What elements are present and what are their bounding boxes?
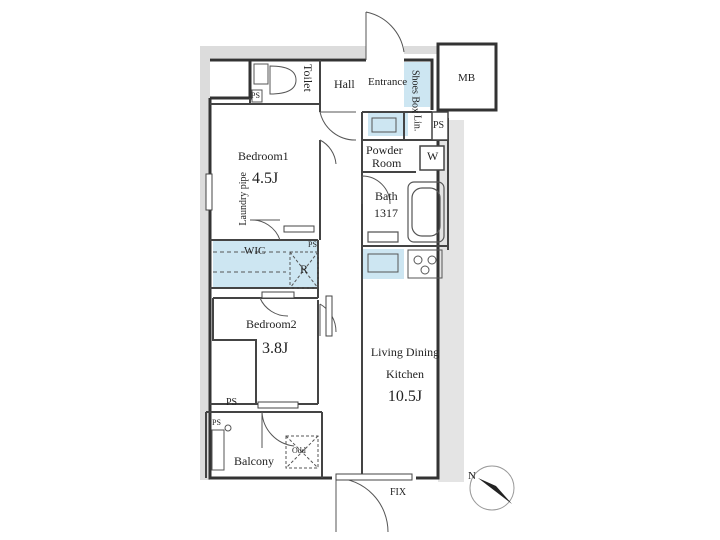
wic-hanger-lines: [213, 251, 286, 273]
balcony-fixtures: [211, 424, 319, 471]
lin-label: Lin.: [411, 115, 423, 132]
compass-north-label: N: [468, 470, 476, 482]
bath-size: 1317: [374, 206, 398, 220]
compass-rose: [469, 465, 515, 511]
top-structure-shade: [200, 46, 366, 58]
r-label: R: [300, 262, 309, 276]
outer-walls: [208, 58, 440, 480]
ps-label-toilet: PS: [251, 91, 260, 100]
bathtub-fixture: [367, 181, 445, 243]
ps-right-box: [431, 111, 449, 141]
fix-label: FIX: [390, 487, 407, 498]
laundry-pipe-label: Laundry pipe: [238, 172, 249, 226]
ps-label-wic: PS: [308, 240, 317, 249]
wic-storage: [213, 240, 318, 288]
balcony-name: Balcony: [234, 454, 274, 468]
refrigerator-box: [289, 251, 319, 289]
powder-room-line1: Powder: [366, 143, 403, 157]
mb-label: MB: [458, 72, 476, 84]
wic-name: WIC: [244, 245, 266, 257]
ldk-name-line2: Kitchen: [386, 367, 424, 381]
ps-label-balcony: PS: [212, 418, 221, 427]
bedroom2-size: 3.8J: [262, 340, 289, 357]
ldk-size: 10.5J: [387, 388, 423, 405]
vanity-sink: [371, 117, 397, 133]
ps-label-lower: PS: [226, 397, 238, 408]
toilet-fixture: [251, 63, 297, 103]
shoes-box-storage: [404, 62, 430, 107]
bedroom2-name: Bedroom2: [246, 317, 297, 331]
left-structure-shade: [200, 46, 210, 480]
kitchen-fixtures: [367, 249, 443, 279]
bath-name: Bath: [375, 189, 398, 203]
inner-walls: [205, 60, 449, 479]
bedroom1-size: 4.5J: [252, 170, 279, 187]
windows: [205, 173, 413, 481]
door-leaves: [257, 225, 333, 409]
odd-label: Odd: [292, 446, 306, 455]
shoes-box-label: Shoes Box: [409, 70, 421, 114]
powder-room-line2: Room: [372, 156, 402, 170]
mb-box: [436, 42, 498, 112]
w-label: W: [427, 149, 439, 163]
washer-box: [419, 145, 445, 171]
top-right-shade: [404, 46, 438, 54]
ps-label-right: PS: [433, 120, 445, 131]
ldk-name-line1: Living Dining: [370, 345, 440, 359]
bedroom1-name: Bedroom1: [238, 149, 289, 163]
hall-name: Hall: [334, 77, 355, 91]
toilet-name: Toilet: [300, 64, 315, 92]
right-structure-shade: [438, 120, 464, 482]
entrance-name: Entrance: [368, 76, 408, 88]
